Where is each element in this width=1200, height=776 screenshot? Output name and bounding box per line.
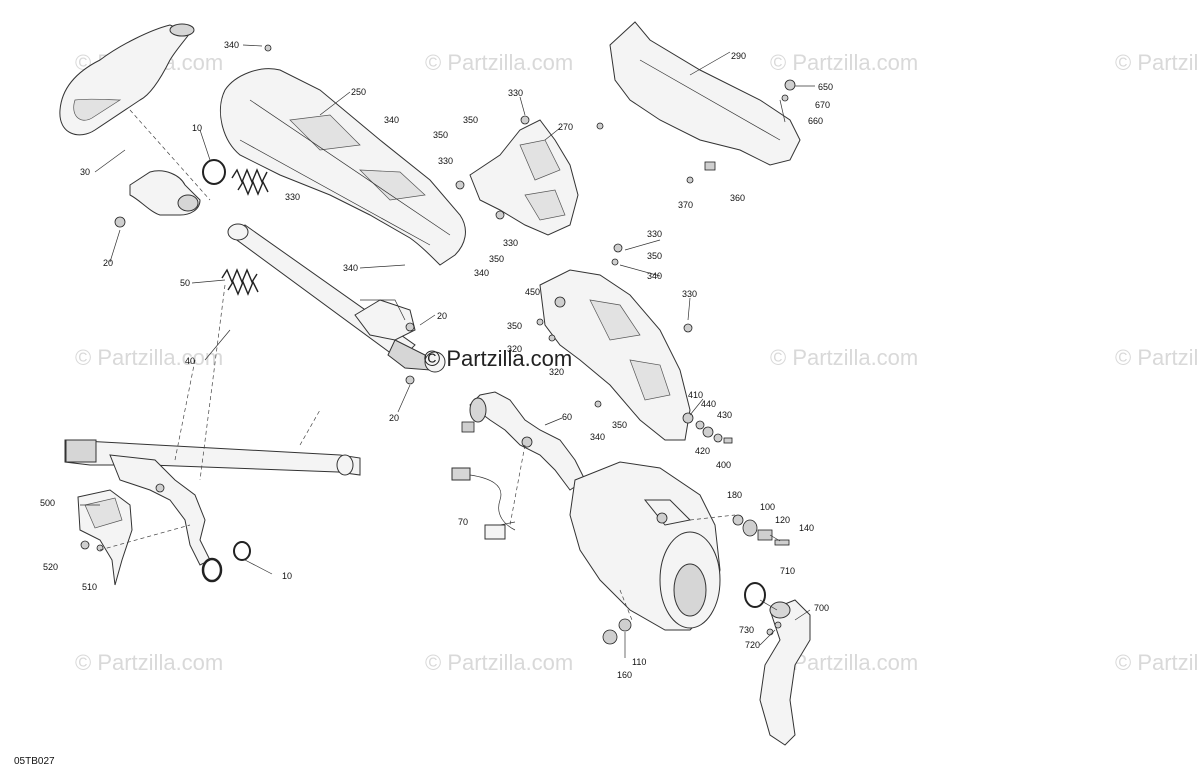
- callout[interactable]: 320: [549, 367, 564, 377]
- watermark: © Partzilla.com: [770, 345, 918, 370]
- callout[interactable]: 100: [760, 502, 775, 512]
- callout[interactable]: 660: [808, 116, 823, 126]
- callout[interactable]: 330: [438, 156, 453, 166]
- callout[interactable]: 520: [43, 562, 58, 572]
- callout[interactable]: 270: [558, 122, 573, 132]
- callout[interactable]: 370: [678, 200, 693, 210]
- callout[interactable]: 250: [351, 87, 366, 97]
- header-pipe-30[interactable]: [59, 23, 195, 136]
- pipe-60[interactable]: [469, 391, 586, 491]
- callout[interactable]: 340: [343, 263, 358, 273]
- callout[interactable]: 360: [730, 193, 745, 203]
- callout[interactable]: 340: [647, 271, 662, 281]
- callout[interactable]: 420: [695, 446, 710, 456]
- callout[interactable]: 670: [815, 100, 830, 110]
- callout[interactable]: 330: [503, 238, 518, 248]
- leader-lines: [80, 44, 815, 658]
- watermark: © Partzilla.com: [75, 650, 223, 675]
- hardware-stack-400[interactable]: [682, 412, 733, 444]
- watermark: © Partzilla.com: [1115, 50, 1200, 75]
- callout[interactable]: 340: [384, 115, 399, 125]
- callout[interactable]: 340: [224, 40, 239, 50]
- callout[interactable]: 20: [103, 258, 113, 268]
- watermark: © Partzilla.com: [770, 50, 918, 75]
- callout[interactable]: 450: [525, 287, 540, 297]
- callout[interactable]: 160: [617, 670, 632, 680]
- callout[interactable]: 410: [688, 390, 703, 400]
- callout[interactable]: 180: [727, 490, 742, 500]
- callout[interactable]: 440: [701, 399, 716, 409]
- callout[interactable]: 320: [507, 344, 522, 354]
- watermark: © Partzilla.com: [75, 345, 223, 370]
- watermark-layer: © Partzilla.com © Partzilla.com © Partzi…: [75, 50, 1200, 675]
- callout[interactable]: 400: [716, 460, 731, 470]
- muffler[interactable]: [569, 461, 721, 631]
- watermark: © Partzilla.com: [425, 50, 573, 75]
- gasket-710[interactable]: [744, 582, 766, 608]
- callout[interactable]: 70: [458, 517, 468, 527]
- callout[interactable]: 350: [612, 420, 627, 430]
- callout[interactable]: 30: [80, 167, 90, 177]
- callout[interactable]: 330: [647, 229, 662, 239]
- callout[interactable]: 60: [562, 412, 572, 422]
- callout[interactable]: 650: [818, 82, 833, 92]
- callout[interactable]: 350: [647, 251, 662, 261]
- gasket-10-top[interactable]: [202, 159, 226, 185]
- callout[interactable]: 10: [282, 571, 292, 581]
- callout[interactable]: 710: [780, 566, 795, 576]
- callout[interactable]: 350: [489, 254, 504, 264]
- watermark: © Partzilla.com: [1115, 345, 1200, 370]
- callout[interactable]: 700: [814, 603, 829, 613]
- callout[interactable]: 20: [389, 413, 399, 423]
- callout[interactable]: 290: [731, 51, 746, 61]
- center-watermark: © Partzilla.com: [424, 346, 572, 371]
- callout[interactable]: 330: [682, 289, 697, 299]
- watermark: © Partzilla.com: [425, 650, 573, 675]
- callouts: 340 250 10 30 330 20 50 40 20 20 340 350…: [40, 40, 833, 680]
- diagram-code: 05TB027: [14, 756, 55, 767]
- callout[interactable]: 430: [717, 410, 732, 420]
- callout[interactable]: 10: [192, 123, 202, 133]
- heat-shield-500[interactable]: [77, 489, 133, 586]
- springs[interactable]: [221, 168, 269, 296]
- callout[interactable]: 510: [82, 582, 97, 592]
- washers-110-160[interactable]: [602, 618, 632, 645]
- heat-shield-270[interactable]: [455, 115, 579, 236]
- gasket-10-bottom[interactable]: [201, 541, 251, 583]
- watermark: © Partzilla.com: [1115, 650, 1200, 675]
- callout[interactable]: 40: [185, 356, 195, 366]
- callout[interactable]: 350: [463, 115, 478, 125]
- callout[interactable]: 50: [180, 278, 190, 288]
- heat-shield-290[interactable]: [596, 21, 801, 184]
- callout[interactable]: 140: [799, 523, 814, 533]
- callout[interactable]: 720: [745, 640, 760, 650]
- sensor-70[interactable]: [451, 421, 516, 540]
- callout[interactable]: 330: [508, 88, 523, 98]
- muffler-mount-hardware[interactable]: [732, 514, 790, 546]
- heat-shield-250[interactable]: [219, 44, 466, 266]
- heat-shield-320[interactable]: [536, 243, 693, 441]
- callout[interactable]: 340: [474, 268, 489, 278]
- callout[interactable]: 350: [433, 130, 448, 140]
- flange-30[interactable]: [114, 170, 201, 228]
- callout[interactable]: 120: [775, 515, 790, 525]
- assembly-lines: [99, 109, 736, 621]
- callout[interactable]: 330: [285, 192, 300, 202]
- callout[interactable]: 350: [507, 321, 522, 331]
- callout[interactable]: 20: [437, 311, 447, 321]
- callout[interactable]: 500: [40, 498, 55, 508]
- center-pipe-40[interactable]: [227, 223, 446, 385]
- callout[interactable]: 340: [590, 432, 605, 442]
- callout[interactable]: 110: [632, 657, 646, 667]
- callout[interactable]: 730: [739, 625, 754, 635]
